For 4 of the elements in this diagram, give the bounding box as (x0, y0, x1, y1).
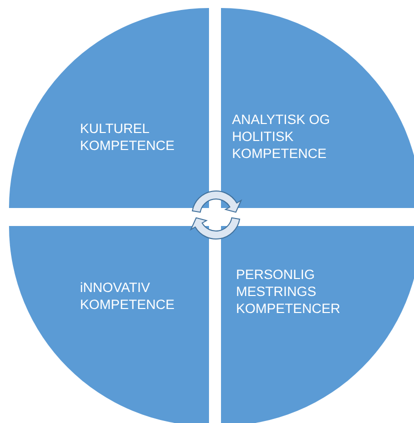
quadrant-label: KULTUREL KOMPETENCE (80, 120, 176, 154)
quadrant-label: iNNOVATIV KOMPETENCE (80, 279, 176, 313)
quadrant-label: PERSONLIG MESTRINGS KOMPETENCER (236, 266, 342, 317)
quadrant-label: ANALYTISK OG HOLITISK KOMPETENCE (232, 111, 332, 162)
